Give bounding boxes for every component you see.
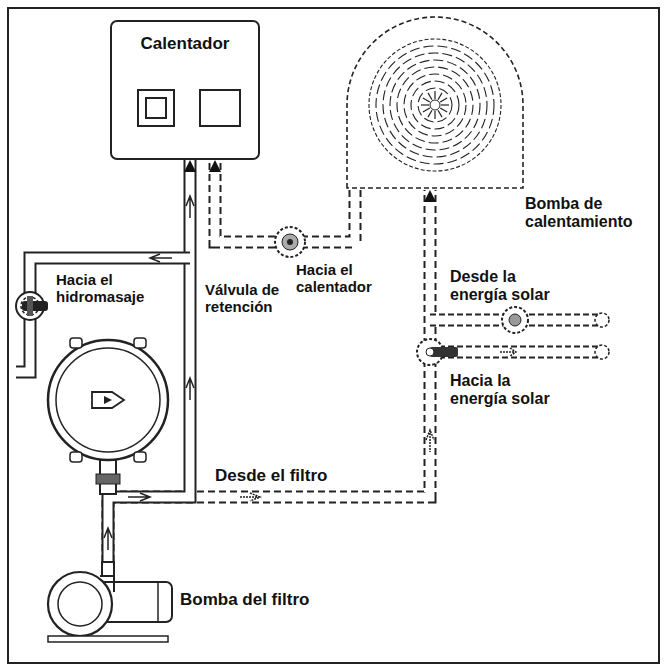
- heat-pump-drawing-part: [383, 53, 487, 157]
- flow-arrow-part: [240, 493, 260, 501]
- solar-check-valve: [502, 307, 528, 333]
- filter: [48, 338, 168, 494]
- frame: [8, 8, 659, 663]
- hydromassage-pipe-part: [150, 254, 172, 262]
- outlet-label: Hacia la energía solar: [450, 372, 570, 408]
- filter-pump-drawing-part: [48, 572, 112, 636]
- heat-pump-drawing-part: [390, 60, 480, 150]
- solar-return-pipe-part: [500, 348, 516, 356]
- filter-part: [56, 348, 160, 452]
- filter-pump-drawing-part: [58, 582, 102, 626]
- hydromassage-valve: [16, 292, 48, 320]
- heater-box-drawing-part: [138, 90, 174, 126]
- heat-pump-drawing-part: [440, 108, 447, 112]
- three-way-valve: [417, 339, 458, 365]
- filter-part: [134, 338, 146, 348]
- filter-part: [96, 474, 120, 484]
- outlet-label: Desde la energía solar: [450, 268, 570, 304]
- heat-pump-drawing-part: [438, 93, 442, 100]
- heat-pump-drawing-part: [411, 81, 459, 129]
- filter-pump-drawing-part: [102, 562, 114, 576]
- solar-supply-pipe-part: [595, 313, 609, 327]
- check-valve-part: [275, 227, 305, 257]
- heat-pump-drawing-part: [438, 110, 442, 117]
- flow-arrow-part: [104, 528, 112, 550]
- heat-pump-drawing-part: [428, 110, 432, 117]
- part-label: Válvula de retención: [205, 282, 287, 316]
- heater-box-drawing-part: [111, 21, 259, 159]
- solar-check-valve-part: [502, 307, 528, 333]
- heat-pump-drawing-part: [441, 104, 449, 105]
- check-valve-part: [287, 239, 293, 245]
- filter-part: [104, 396, 112, 404]
- outlet-label: Hacia el calentador: [296, 262, 392, 296]
- heat-pump-drawing-part: [397, 67, 473, 143]
- filter-pump-drawing-part: [48, 636, 168, 642]
- heat-pump-drawing-part: [434, 91, 435, 99]
- solar-check-valve-part: [509, 314, 521, 326]
- filter-pump-drawing-part: [157, 582, 159, 622]
- heat-pump-drawing-part: [369, 39, 501, 171]
- filter-part: [48, 340, 168, 460]
- filter-part: [70, 338, 82, 348]
- heat-pump-drawing-part: [428, 93, 432, 100]
- heater-box-drawing-part: [200, 90, 240, 126]
- node-title: Bomba del filtro: [180, 590, 309, 609]
- node-title: Calentador: [110, 20, 260, 53]
- heat-pump: Bomba de calentamiento: [345, 15, 525, 190]
- filter-pump-drawing: [40, 562, 175, 644]
- heat-pump-drawing-part: [418, 88, 452, 122]
- hydromassage-valve-part: [27, 296, 33, 316]
- filter-part: [70, 452, 82, 462]
- heat-pump-drawing-part: [440, 98, 447, 102]
- heat-pump-drawing-part: [376, 46, 494, 164]
- filter-part: [92, 392, 124, 408]
- heat-pump-drawing-part: [434, 111, 435, 119]
- three-way-valve-part: [426, 348, 434, 356]
- node-title: Bomba de calentamiento: [525, 195, 655, 231]
- heat-pump-drawing-part: [423, 98, 430, 102]
- filter-pump-drawing-part: [100, 576, 114, 592]
- solar-return-pipe-part: [595, 345, 609, 359]
- flow-arrow-part: [186, 196, 194, 218]
- heat-pump-drawing: [345, 15, 525, 190]
- solar-return-pipe-part: [430, 348, 600, 357]
- heat-pump-drawing-part: [421, 104, 429, 105]
- flow-arrow-part: [128, 493, 150, 501]
- pipe-label: Desde el filtro: [215, 466, 327, 485]
- check-valve-part: [282, 234, 298, 250]
- filter-part: [134, 452, 146, 462]
- heater-box: Calentador: [110, 20, 260, 160]
- heat-pump-drawing-part: [404, 74, 466, 136]
- outlet-label: Hacia el hidromasaje: [56, 272, 156, 306]
- heat-pump-drawing-part: [347, 17, 523, 188]
- hydromassage-valve-part: [22, 301, 48, 311]
- heater-box-drawing-part: [146, 98, 166, 118]
- flow-arrow-part: [426, 430, 434, 452]
- heat-pump-drawing-part: [423, 108, 430, 112]
- solar-supply-pipe-part: [430, 314, 600, 327]
- heat-pump-drawing-part: [430, 100, 440, 110]
- solar-return-pipe-part: [430, 346, 600, 359]
- filter-pump: Bomba del filtro: [40, 562, 175, 644]
- solar-return-pipe: [430, 345, 609, 359]
- flow-arrow-part: [186, 378, 194, 400]
- check-valve: [275, 227, 305, 257]
